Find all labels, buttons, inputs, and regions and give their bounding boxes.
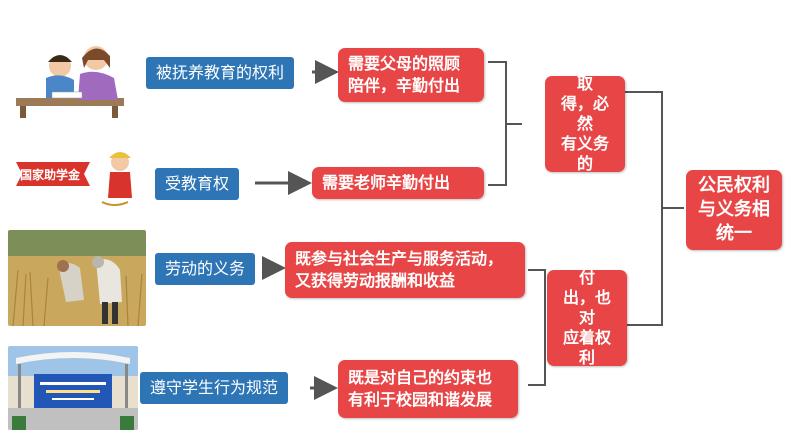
duties-correspond-rights-box: 义务的付 出，也对 应着权利 的取得 [547, 248, 627, 387]
conclusion-box: 公民权利 与义务相 统一 [686, 170, 782, 250]
scholarship-logo-illustration: 国家助学金 [10, 142, 140, 212]
rights-require-duties-box: 权利的取 得，必然 有义务的 付出 [545, 54, 625, 193]
need-conduct-box: 既是对自己的约束也 有利于校园和谐发展 [338, 360, 518, 418]
scholarship-logo-text: 国家助学金 [20, 167, 81, 182]
farm-labor-image [8, 230, 146, 326]
duty-labor-box: 劳动的义务 [155, 253, 256, 285]
right-raising-education-box: 被抚养教育的权利 [146, 57, 295, 89]
duty-student-conduct-box: 遵守学生行为规范 [140, 372, 289, 404]
scholarship-logo-image: 国家助学金 [10, 142, 140, 212]
bracket-duties [528, 269, 546, 386]
right-education-box: 受教育权 [155, 168, 240, 200]
parent-tutoring-image [12, 38, 130, 118]
bracket-conclusion [625, 91, 684, 326]
need-teachers-box: 需要老师辛勤付出 [312, 167, 484, 199]
school-stage-image [8, 346, 138, 430]
need-parents-box: 需要父母的照顾 陪伴，辛勤付出 [338, 48, 484, 102]
school-stage-photo [8, 346, 138, 430]
farm-labor-photo [8, 230, 146, 326]
parent-tutoring-illustration [12, 38, 130, 118]
bracket-rights [488, 61, 522, 186]
need-labor-box: 既参与社会生产与服务活动， 又获得劳动报酬和收益 [285, 242, 525, 298]
